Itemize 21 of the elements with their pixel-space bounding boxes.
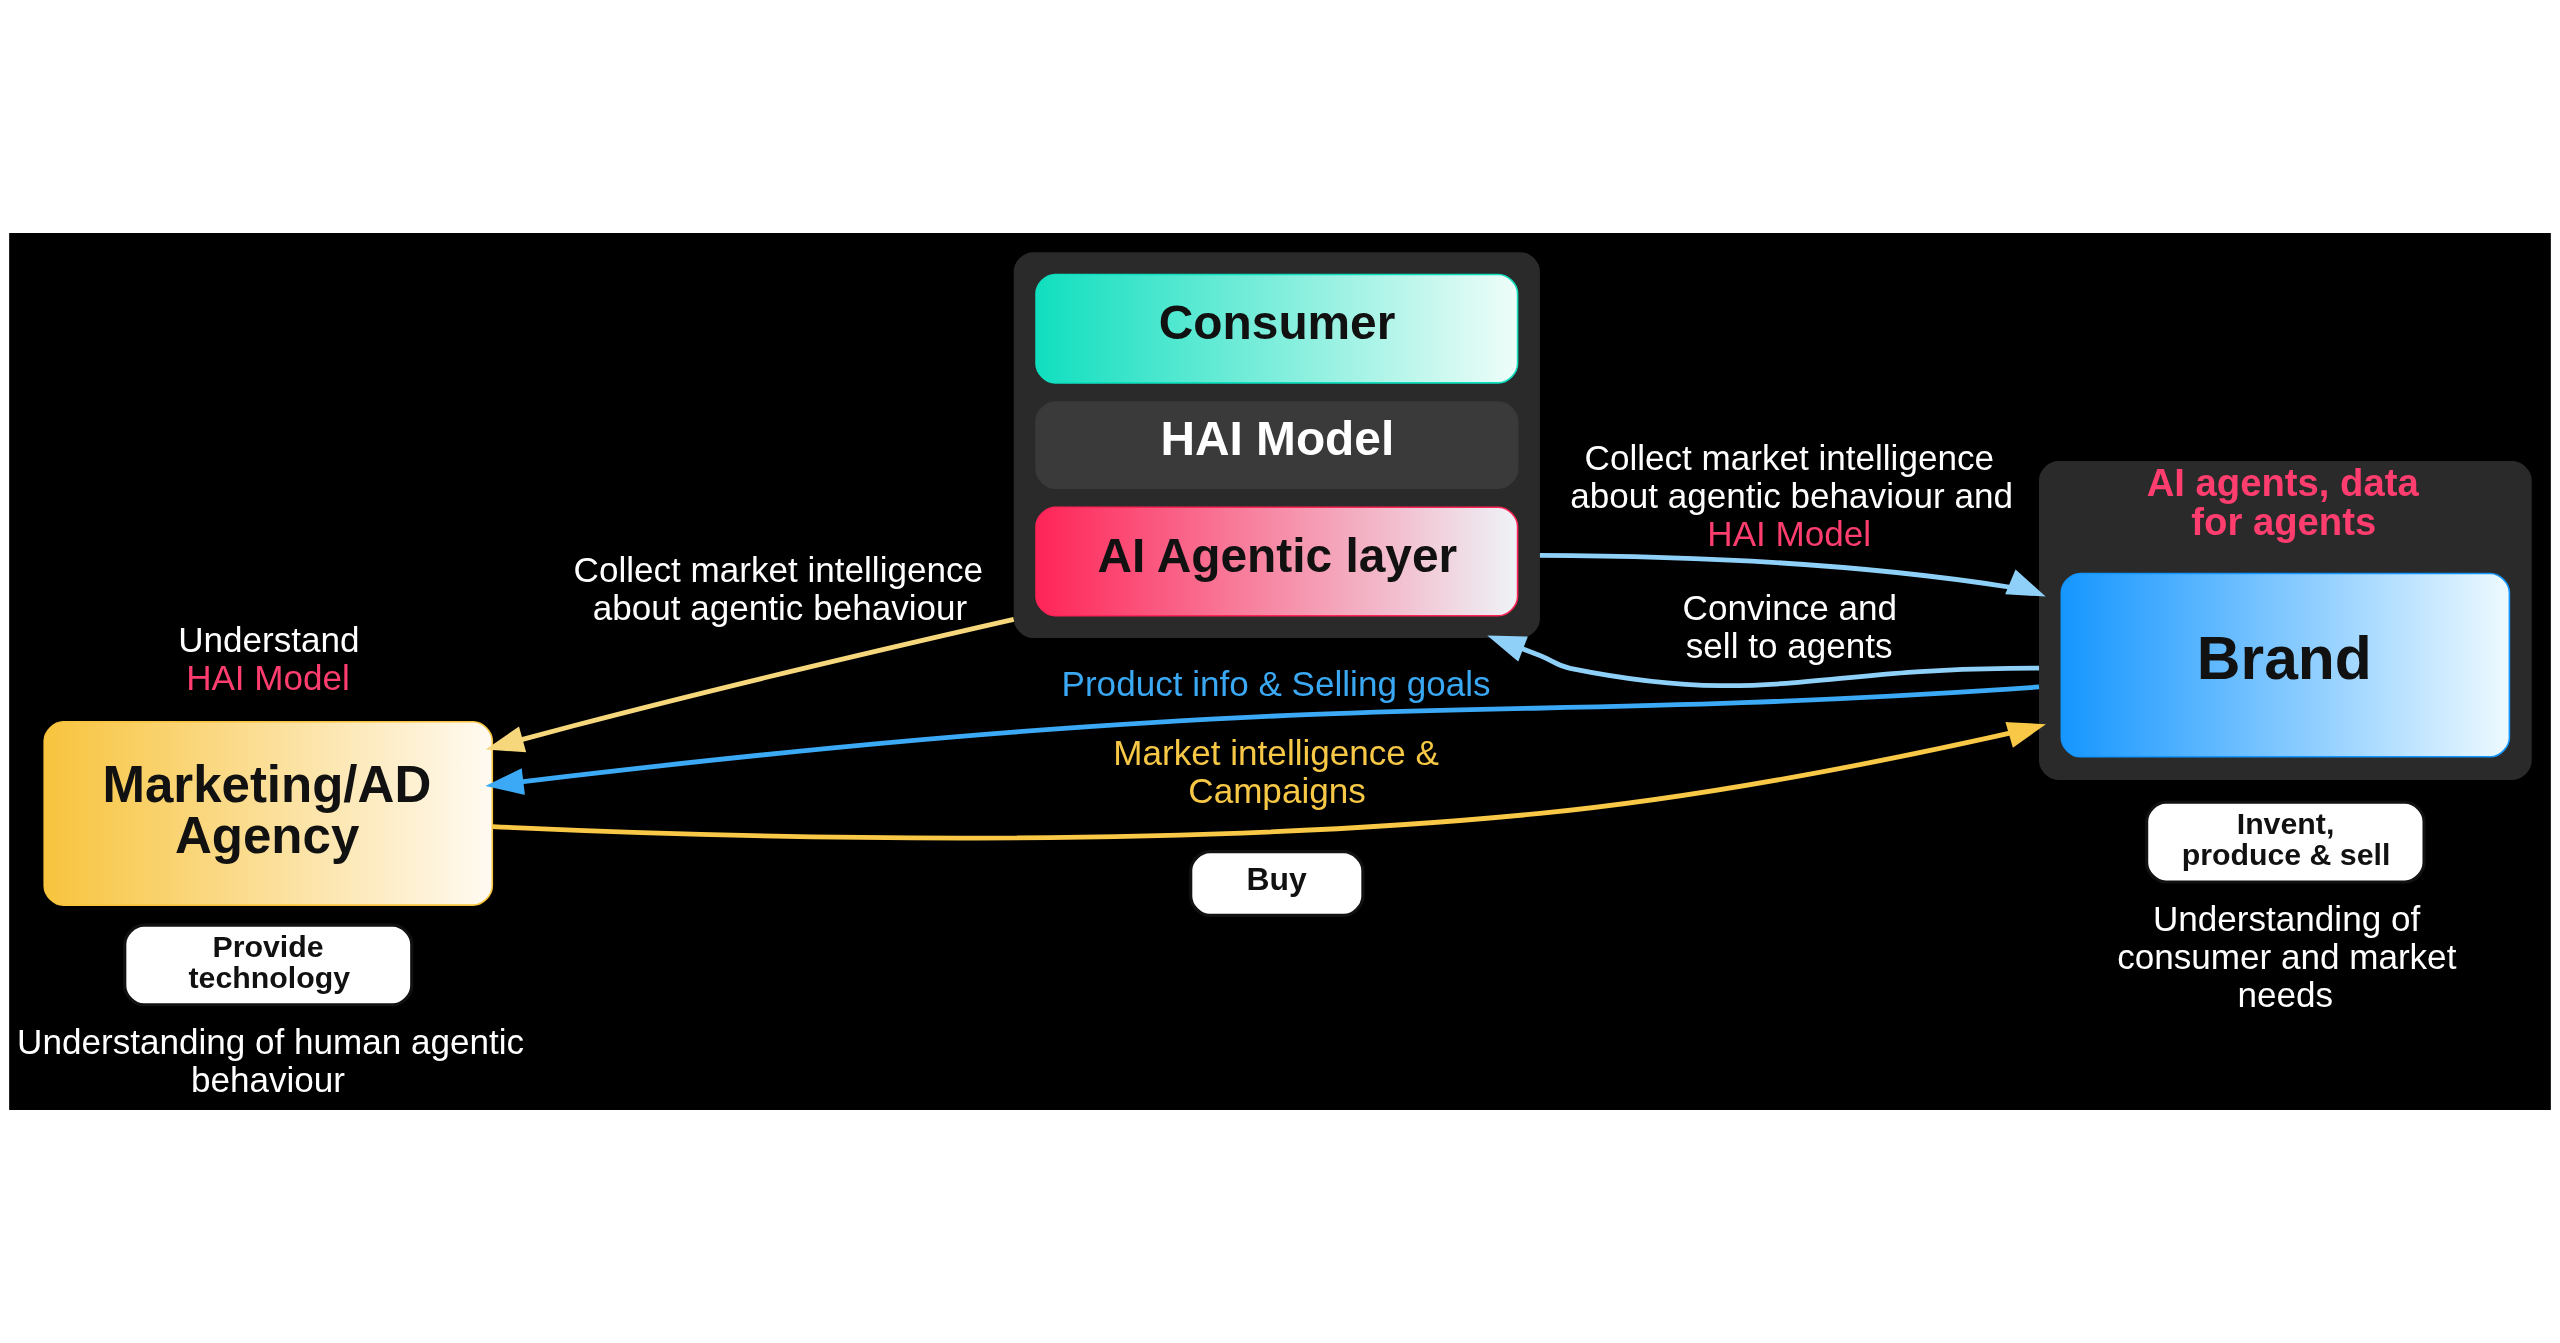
node-box: Provide technology — [123, 923, 414, 1007]
label: Understanding of consumer and market needs — [2117, 898, 2457, 1015]
label: Understanding of human agentic behaviour — [17, 1021, 525, 1099]
node-box: AI Agentic layer — [1035, 506, 1519, 617]
node-box: Invent, produce & sell — [2145, 800, 2426, 884]
arrow — [1539, 553, 2046, 597]
edge-label: Collect market intelligence about agentic behaviour and HAI Model — [1570, 437, 2013, 554]
arrow — [485, 684, 2040, 795]
label: Understand HAI Model — [178, 619, 360, 697]
node-box: Brand — [2060, 572, 2511, 758]
node-box: Consumer — [1035, 273, 1519, 384]
edge-label: Collect market intelligence about agentic behaviour — [573, 549, 984, 627]
arrow — [485, 617, 1015, 753]
edge-label: Product info & Selling goals — [1061, 664, 1491, 704]
edge-label: Convince and sell to agents — [1682, 587, 1898, 666]
arrow — [492, 721, 2046, 841]
node-box: Buy — [1189, 850, 1365, 918]
arrow — [1487, 635, 2040, 689]
edge-label: Market intelligence & Campaigns — [1113, 732, 1439, 811]
cluster — [1013, 252, 1540, 638]
node-box: Marketing/AD Agency — [43, 720, 494, 906]
